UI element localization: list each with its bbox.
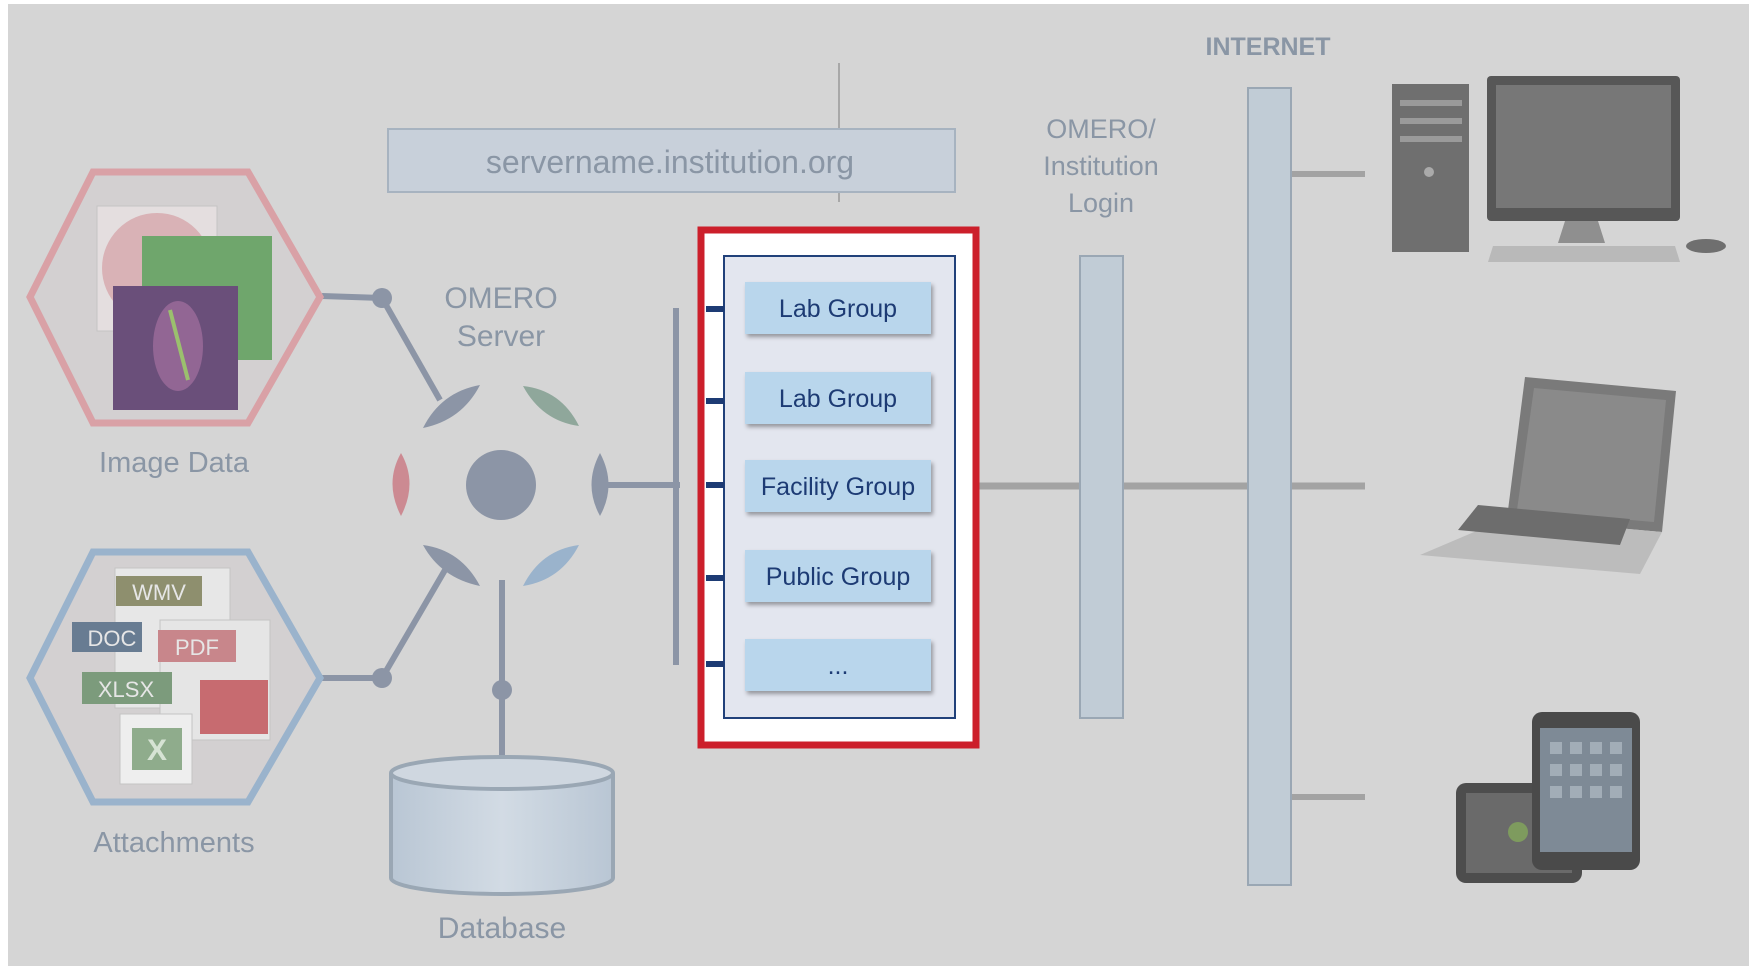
xlsx-tag <box>82 672 172 704</box>
group-label: Lab Group <box>779 385 897 413</box>
database-cylinder <box>389 755 615 896</box>
group-item-2: Lab Group <box>745 372 931 424</box>
login-label-line-3: Login <box>1068 188 1134 218</box>
database-label: Database <box>438 912 566 945</box>
file-type-doc: DOC <box>88 626 137 651</box>
group-item-5: ... <box>745 639 931 691</box>
excel-icon <box>132 728 182 770</box>
group-label: Lab Group <box>779 295 897 323</box>
omero-server-label-line-2: Server <box>457 320 545 353</box>
group-item-3: Facility Group <box>745 460 931 512</box>
internet-label: INTERNET <box>1206 33 1331 61</box>
wmv-tag <box>116 576 202 606</box>
attachments-label: Attachments <box>93 827 254 859</box>
group-ticks <box>706 306 724 667</box>
image-data-label: Image Data <box>99 447 250 479</box>
file-type-wmv: WMV <box>132 580 186 605</box>
server-url-box <box>387 128 956 193</box>
desktop-computer-icon <box>1392 76 1726 262</box>
group-item-4: Public Group <box>745 550 931 602</box>
tablet-icons <box>1456 712 1640 883</box>
server-url-text: servername.institution.org <box>486 144 854 180</box>
doc-tag <box>72 622 142 652</box>
group-label: ... <box>828 652 849 680</box>
image-data-group <box>26 168 325 427</box>
group-label: Public Group <box>766 563 911 591</box>
file-type-xlsx: XLSX <box>98 677 155 702</box>
group-label: Facility Group <box>761 473 915 501</box>
internet-bar <box>1247 87 1292 886</box>
omero-server-label-line-1: OMERO <box>444 282 557 315</box>
login-bar <box>1079 255 1124 719</box>
login-label-line-2: Institution <box>1043 151 1159 181</box>
pdf-tag <box>158 630 236 662</box>
file-type-pdf: PDF <box>175 635 219 660</box>
server-connectors <box>321 288 680 760</box>
attachments-group: WMV DOC PDF XLSX X <box>26 548 325 806</box>
svg-text:X: X <box>147 734 167 767</box>
pdf-icon <box>200 680 268 734</box>
login-label-line-1: OMERO/ <box>1046 114 1156 144</box>
laptop-icon <box>1420 377 1676 574</box>
group-item-1: Lab Group <box>745 282 931 334</box>
omero-logo <box>392 385 609 586</box>
